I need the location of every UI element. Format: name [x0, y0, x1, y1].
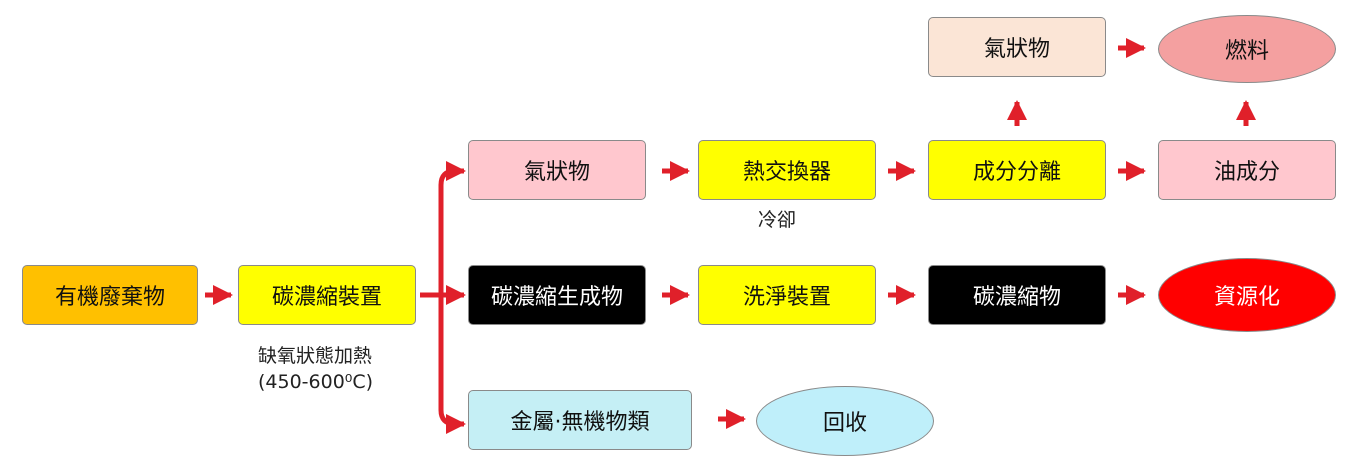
note-condition-line1: 缺氧狀態加熱 — [258, 345, 373, 367]
node-oil-component: 油成分 — [1158, 140, 1336, 200]
node-recovery: 回收 — [756, 386, 934, 456]
note-condition-line2: (450-600⁰C) — [258, 371, 374, 393]
node-carbon-concentrate: 碳濃縮物 — [928, 265, 1106, 325]
node-carbon-concentration-device: 碳濃縮裝置 — [238, 265, 416, 325]
node-gas-mid: 氣狀物 — [468, 140, 646, 200]
node-resource: 資源化 — [1158, 258, 1336, 332]
node-washing-device: 洗淨裝置 — [698, 265, 876, 325]
node-carbon-product: 碳濃縮生成物 — [468, 265, 646, 325]
node-heat-exchanger: 熱交換器 — [698, 140, 876, 200]
node-gas-top: 氣狀物 — [928, 17, 1106, 77]
node-fuel: 燃料 — [1158, 15, 1336, 83]
node-metals-inorganics: 金屬·無機物類 — [468, 390, 692, 450]
node-organic-waste: 有機廢棄物 — [22, 265, 198, 325]
note-cooling: 冷卻 — [758, 209, 797, 231]
node-component-separation: 成分分離 — [928, 140, 1106, 200]
